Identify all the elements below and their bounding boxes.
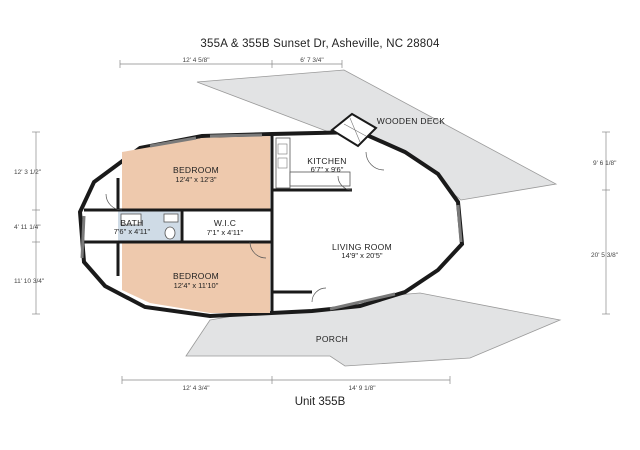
plan-title: 355A & 355B Sunset Dr, Asheville, NC 288…	[200, 38, 440, 50]
wic-size: 7'1" x 4'11"	[207, 228, 244, 237]
living-room-name: LIVING ROOM	[332, 242, 392, 252]
interior-walls	[84, 134, 352, 313]
dim-left-bottom: 11' 10 3/4"	[14, 278, 45, 285]
dim-bottom-right: 14' 9 1/8"	[348, 385, 376, 392]
bath-fixtures	[120, 213, 179, 240]
dim-right-bottom: 20' 5 3/8"	[591, 252, 619, 259]
deck-stair-box	[330, 112, 378, 148]
kitchen-counter	[275, 137, 351, 189]
bath-name: BATH	[120, 218, 143, 228]
bedroom-top-size: 12'4" x 12'3"	[175, 175, 216, 184]
wooden-deck-name: WOODEN DECK	[377, 116, 445, 126]
dim-left-top: 12' 3 1/2"	[14, 169, 42, 176]
dim-top-right: 6' 7 3/4"	[300, 57, 324, 64]
kitchen-size: 6'7" x 9'6"	[311, 165, 344, 174]
bedroom-top-floor	[122, 136, 270, 210]
dim-bottom-left: 12' 4 3/4"	[182, 385, 210, 392]
door-swings	[105, 151, 385, 303]
bath-size: 7'6" x 4'11"	[114, 227, 151, 236]
wic-name: W.I.C	[214, 218, 236, 228]
dim-left-mid: 4' 11 1/4"	[14, 224, 41, 231]
windows	[80, 133, 463, 311]
kitchen-name: KITCHEN	[307, 156, 346, 166]
unit-label: Unit 355B	[294, 396, 346, 408]
dim-top-left: 12' 4 5/8"	[182, 57, 210, 64]
bedroom-bottom-size: 12'4" x 11'10"	[174, 281, 219, 290]
porch-name: PORCH	[316, 334, 348, 344]
bedroom-bottom-name: BEDROOM	[173, 271, 219, 281]
dim-right-top: 9' 6 1/8"	[593, 160, 617, 167]
living-room-size: 14'9" x 20'5"	[341, 251, 382, 260]
dimension-lines	[32, 60, 610, 384]
bedroom-top-name: BEDROOM	[173, 165, 219, 175]
bedroom-bottom-floor	[122, 242, 270, 313]
